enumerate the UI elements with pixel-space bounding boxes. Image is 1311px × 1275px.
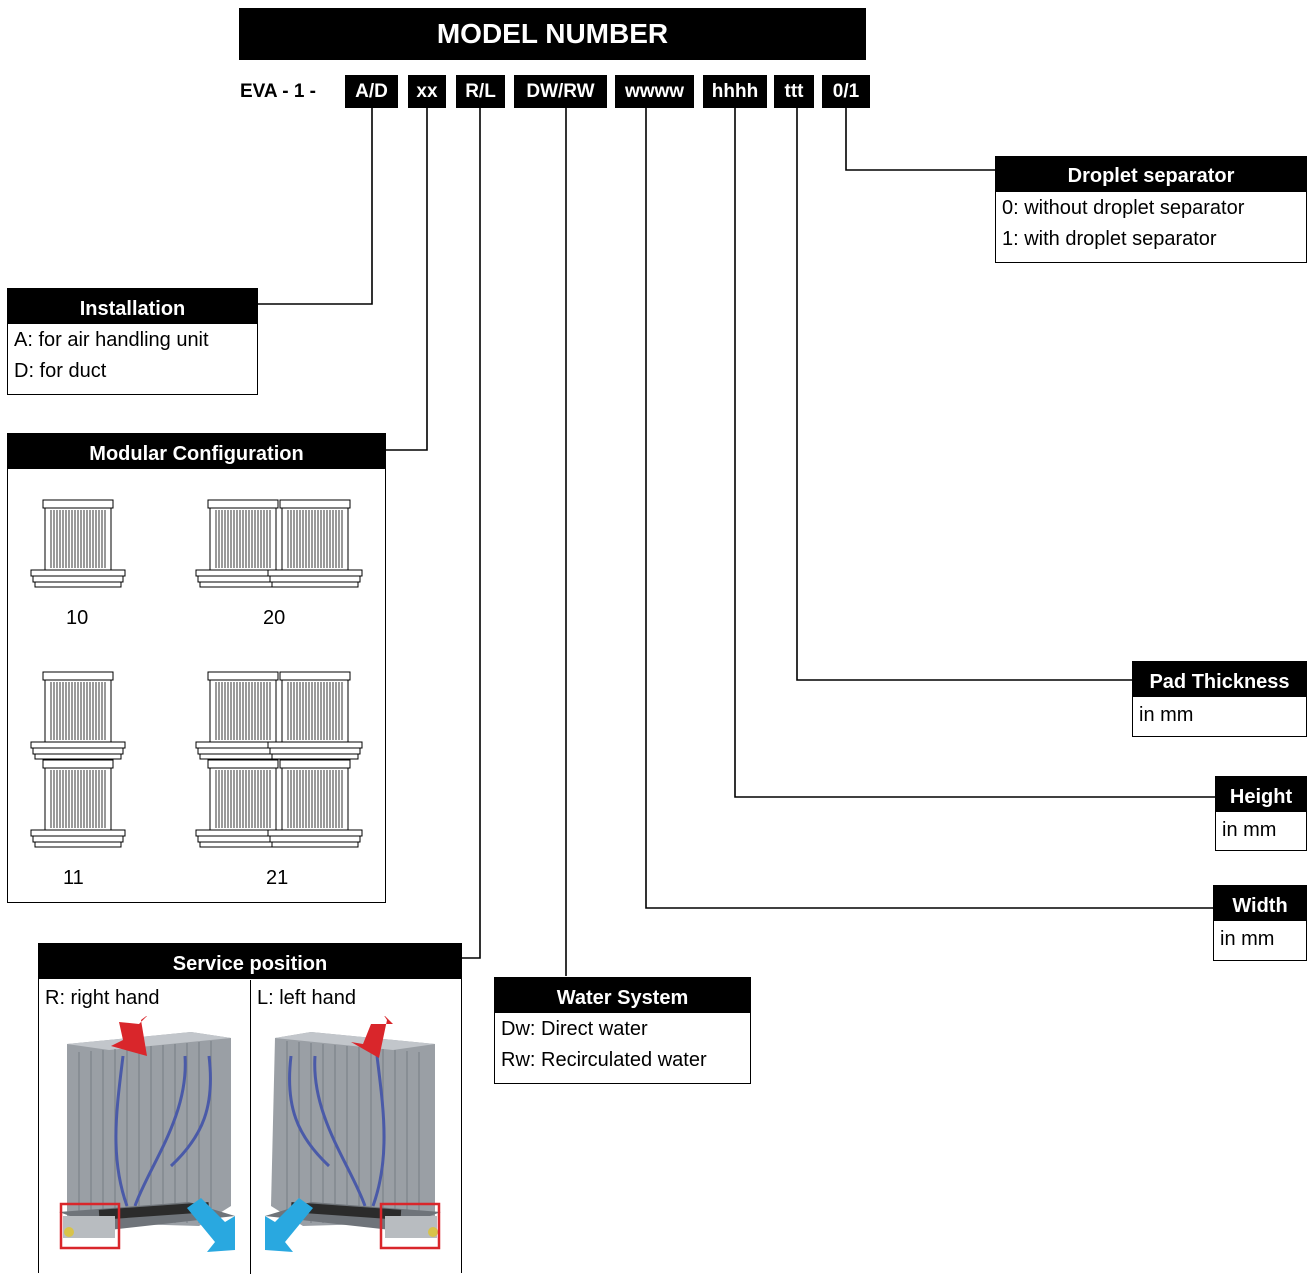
segment-thickness: ttt xyxy=(774,75,814,108)
segment-modular: xx xyxy=(408,75,446,108)
installation-option-d: D: for duct xyxy=(14,360,107,382)
width-box: Width in mm xyxy=(1213,885,1307,961)
installation-option-a: A: for air handling unit xyxy=(14,329,209,351)
modular-title: Modular Configuration xyxy=(8,434,385,469)
pad-title: Pad Thickness xyxy=(1133,662,1306,697)
droplet-option-1: 1: with droplet separator xyxy=(1002,228,1217,250)
segment-water: DW/RW xyxy=(514,75,607,108)
config-label-21: 21 xyxy=(266,867,289,889)
modular-configuration-box: Modular Configuration xyxy=(7,433,386,903)
segment-width: wwww xyxy=(615,75,694,108)
water-option-rw: Rw: Recirculated water xyxy=(501,1049,707,1071)
unit-photo-left xyxy=(265,1016,441,1252)
config-label-10: 10 xyxy=(66,607,89,629)
installation-title: Installation xyxy=(8,289,257,324)
height-title: Height xyxy=(1216,777,1306,812)
installation-box: Installation A: for air handling unit D:… xyxy=(7,288,258,395)
config-label-20: 20 xyxy=(263,607,286,629)
segment-installation: A/D xyxy=(345,75,398,108)
water-title: Water System xyxy=(495,978,750,1013)
service-right-panel: R: right hand xyxy=(39,980,249,1274)
modular-drawings xyxy=(30,499,363,848)
droplet-title: Droplet separator xyxy=(996,157,1306,192)
segment-droplet: 0/1 xyxy=(822,75,870,108)
water-system-box: Water System Dw: Direct water Rw: Recirc… xyxy=(494,977,751,1084)
height-box: Height in mm xyxy=(1215,776,1307,851)
height-unit: in mm xyxy=(1222,819,1277,841)
water-option-dw: Dw: Direct water xyxy=(501,1018,648,1040)
unit-photo-right xyxy=(59,1016,235,1252)
config-label-11: 11 xyxy=(63,867,84,889)
width-unit: in mm xyxy=(1220,928,1275,950)
service-left-label: L: left hand xyxy=(257,987,356,1009)
width-title: Width xyxy=(1214,886,1306,921)
service-left-panel: L: left hand xyxy=(250,980,461,1274)
model-number-title: MODEL NUMBER xyxy=(239,8,866,60)
service-right-label: R: right hand xyxy=(45,987,160,1009)
segment-service: R/L xyxy=(456,75,505,108)
pad-thickness-box: Pad Thickness in mm xyxy=(1132,661,1307,737)
segment-height: hhhh xyxy=(703,75,767,108)
droplet-separator-box: Droplet separator 0: without droplet sep… xyxy=(995,156,1307,263)
droplet-option-0: 0: without droplet separator xyxy=(1002,197,1245,219)
model-prefix: EVA - 1 - xyxy=(240,81,317,102)
service-title: Service position xyxy=(39,944,461,979)
pad-unit: in mm xyxy=(1139,704,1194,726)
service-position-box: Service position R: right hand xyxy=(38,943,462,1274)
